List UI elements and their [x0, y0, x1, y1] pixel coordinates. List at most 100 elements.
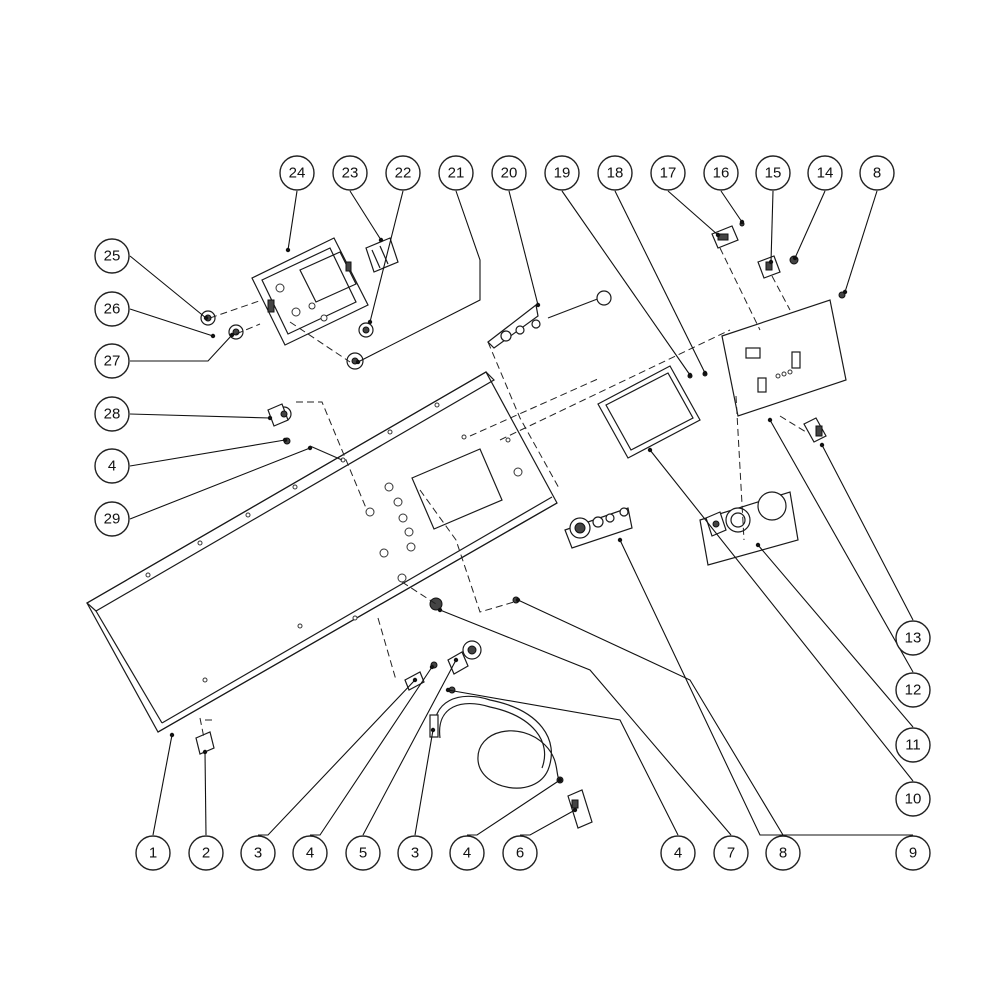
leader-arrowhead [202, 749, 208, 755]
component-15 [757, 255, 781, 279]
callout-circle [807, 155, 843, 191]
callout-circle [859, 155, 895, 191]
callout-circle [438, 155, 474, 191]
callout-circle [135, 835, 171, 871]
callout-24: 24 [279, 155, 315, 191]
callout-number: 13 [905, 630, 922, 647]
callout-circle [240, 835, 276, 871]
leader-line [258, 679, 416, 836]
callout-number: 4 [463, 845, 471, 862]
callout-number: 5 [359, 845, 367, 862]
leader-line [414, 729, 434, 836]
callout-number: 17 [660, 165, 677, 182]
main-panel [85, 371, 558, 733]
bracket-2 [195, 731, 215, 755]
leader-line [770, 190, 774, 263]
leader-line [520, 809, 576, 836]
panel-rim-holes [145, 402, 511, 683]
leader-arrowhead [203, 315, 209, 321]
leader-arrowhead [515, 597, 521, 603]
callout-19: 19 [544, 155, 580, 191]
callout-circle [765, 835, 801, 871]
leader-arrowhead [647, 447, 653, 453]
leader-arrowhead [687, 372, 693, 378]
callout-12: 12 [895, 672, 931, 708]
leader-line [619, 539, 913, 836]
callout-number: 9 [909, 845, 917, 862]
leader-arrowhead [755, 542, 761, 548]
rod-29 [309, 445, 343, 461]
leader-arrowhead [307, 445, 313, 451]
callout-8: 8 [859, 155, 895, 191]
component-17 [711, 225, 739, 249]
callout-circle [597, 155, 633, 191]
knob-4b [429, 597, 443, 611]
leader-arrowhead [702, 370, 708, 376]
callout-3: 3 [397, 835, 433, 871]
leader-arrowhead [437, 607, 443, 613]
callout-circle [385, 155, 421, 191]
callout-number: 18 [607, 165, 624, 182]
callout-number: 15 [765, 165, 782, 182]
callout-number: 3 [411, 845, 419, 862]
leader-arrowhead [285, 247, 291, 253]
leader-arrowhead [767, 417, 773, 423]
leader-arrowhead [535, 302, 541, 308]
leader-arrowhead [819, 442, 825, 448]
leader-line [439, 609, 732, 836]
callout-circle [94, 396, 130, 432]
knob-assembly-9 [564, 507, 633, 549]
callout-4: 4 [292, 835, 328, 871]
leader-arrowhead [282, 437, 288, 443]
callout-number: 23 [342, 165, 359, 182]
callout-26: 26 [94, 291, 130, 327]
circuit-board [721, 299, 847, 417]
callout-number: 6 [516, 845, 524, 862]
callout-number: 29 [104, 511, 121, 528]
callout-circle [449, 835, 485, 871]
callout-number: 27 [104, 353, 121, 370]
callout-17: 17 [650, 155, 686, 191]
callout-13: 13 [895, 620, 931, 656]
callout-18: 18 [597, 155, 633, 191]
callout-15: 15 [755, 155, 791, 191]
leader-line [720, 190, 743, 223]
leader-arrowhead [572, 807, 578, 813]
leader-line [667, 190, 719, 236]
callout-11: 11 [895, 727, 931, 763]
callout-1: 1 [135, 835, 171, 871]
leader-arrowhead [367, 319, 373, 325]
callout-number: 25 [104, 248, 121, 265]
leader-line [561, 190, 691, 376]
leader-arrowhead [445, 687, 451, 693]
display-cutout [411, 448, 503, 530]
callout-29: 29 [94, 501, 130, 537]
callout-number: 3 [254, 845, 262, 862]
leader-line [844, 190, 878, 293]
leader-arrowhead [267, 415, 273, 421]
callout-5: 5 [345, 835, 381, 871]
leader-line [129, 439, 286, 467]
leader-arrowhead [378, 237, 384, 243]
leader-arrowhead [453, 657, 459, 663]
leader-arrowhead [229, 332, 235, 338]
leader-line [129, 413, 271, 419]
callout-number: 24 [289, 165, 306, 182]
callout-4: 4 [94, 448, 130, 484]
callout-circle [345, 835, 381, 871]
callout-circle [279, 155, 315, 191]
callout-number: 20 [501, 165, 518, 182]
leader-line [349, 190, 382, 241]
callout-number: 26 [104, 301, 121, 318]
callout-number: 14 [817, 165, 834, 182]
valve-28 [267, 403, 292, 427]
leader-arrowhead [429, 664, 435, 670]
leader-line [129, 255, 207, 319]
callout-number: 28 [104, 406, 121, 423]
callout-6: 6 [502, 835, 538, 871]
hardware-20 [487, 290, 612, 349]
callout-7: 7 [713, 835, 749, 871]
leader-line [467, 779, 561, 836]
